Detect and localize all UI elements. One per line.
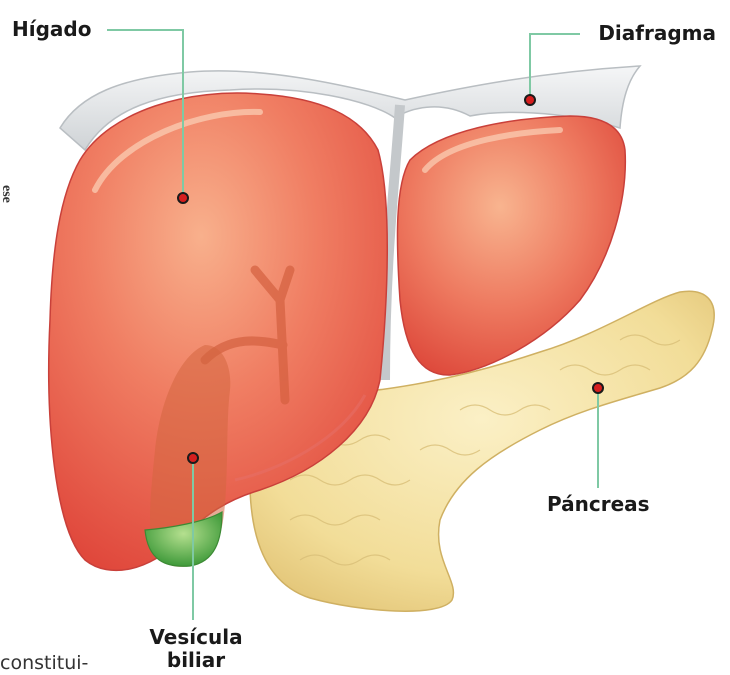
liver-label: Hígado — [12, 18, 91, 41]
marker-pancreas — [593, 383, 603, 393]
gallbladder-label-line2: biliar — [142, 649, 250, 672]
pancreas-label: Páncreas — [547, 493, 650, 516]
marker-diaphragm — [525, 95, 535, 105]
cropped-body-text: constitui- — [0, 652, 88, 674]
diaphragm-label: Diafragma — [598, 22, 716, 45]
gallbladder-label-line1: Vesícula — [142, 626, 250, 649]
cropped-side-text: ese — [0, 185, 14, 203]
gallbladder-label: Vesícula biliar — [142, 626, 250, 672]
marker-gallbladder — [188, 453, 198, 463]
marker-liver — [178, 193, 188, 203]
